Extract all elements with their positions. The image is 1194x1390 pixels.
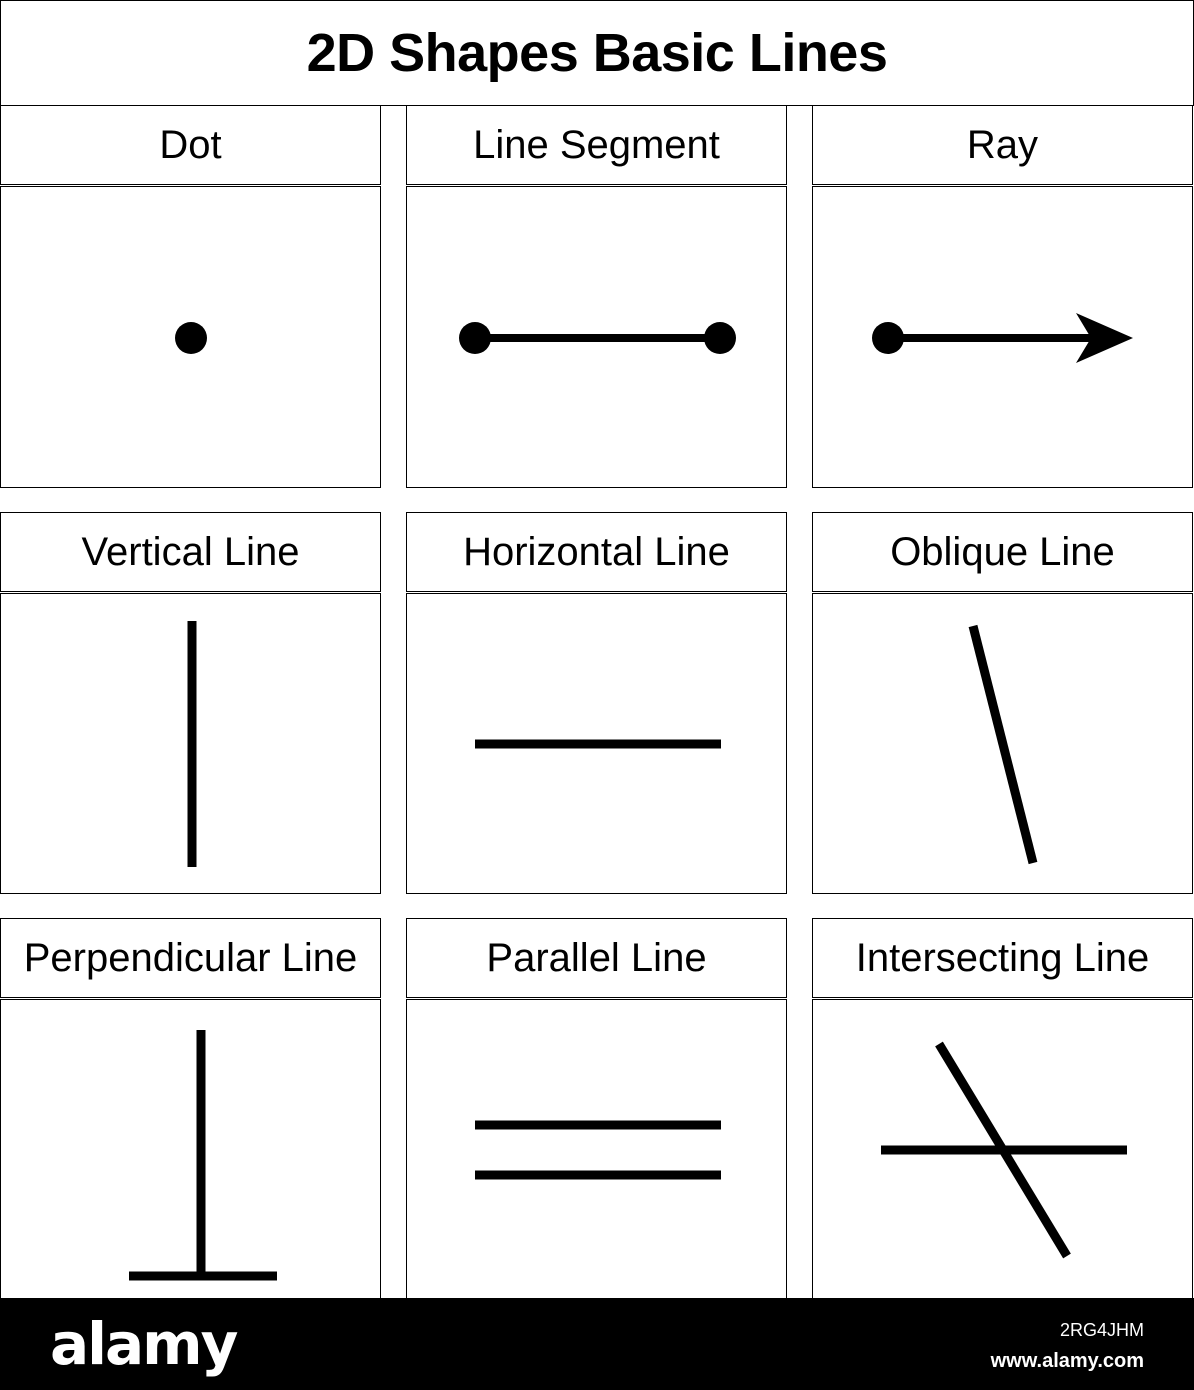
- ray-diagram: [872, 313, 1133, 363]
- segment-endpoint-right: [704, 322, 736, 354]
- page-title: 2D Shapes Basic Lines: [306, 23, 888, 83]
- oblique-line-diagram: [968, 624, 1038, 865]
- cell-label: Vertical Line: [81, 529, 300, 574]
- cell-body-line-segment: [406, 186, 787, 488]
- cell-label: Horizontal Line: [463, 529, 730, 574]
- cell-label: Dot: [159, 122, 222, 167]
- vertical-line-diagram: [187, 621, 197, 867]
- cell-header-vertical-line: Vertical Line: [0, 512, 381, 592]
- horizontal-line-diagram: [475, 739, 721, 749]
- cell-body-ray: [812, 186, 1193, 488]
- cell-body-dot: [0, 186, 381, 488]
- cell-header-oblique-line: Oblique Line: [812, 512, 1193, 592]
- title-box: 2D Shapes Basic Lines: [0, 0, 1194, 106]
- cell-body-vertical-line: [0, 593, 381, 894]
- cell-body-parallel-line: [406, 999, 787, 1301]
- cell-label: Perpendicular Line: [23, 935, 358, 980]
- parallel-line-diagram: [475, 1120, 721, 1180]
- image-id: 2RG4JHM: [1059, 1320, 1144, 1340]
- oblique-line: [968, 624, 1038, 865]
- cell-body-horizontal-line: [406, 593, 787, 894]
- intersecting-line-diagram: [881, 1041, 1127, 1259]
- cell-header-line-segment: Line Segment: [406, 105, 787, 185]
- cell-header-intersecting-line: Intersecting Line: [812, 918, 1193, 998]
- arrowhead-icon: [1076, 313, 1133, 363]
- cell-header-horizontal-line: Horizontal Line: [406, 512, 787, 592]
- dot-point: [175, 322, 207, 354]
- cell-label: Oblique Line: [890, 529, 1115, 574]
- cell-header-ray: Ray: [812, 105, 1193, 185]
- cell-label: Parallel Line: [486, 935, 707, 980]
- brand-logo: alamy: [50, 1310, 238, 1378]
- cell-body-oblique-line: [812, 593, 1193, 894]
- dot-diagram: [175, 322, 207, 354]
- cell-body-intersecting-line: [812, 999, 1193, 1301]
- perpendicular-line-diagram: [129, 1030, 277, 1281]
- cell-label: Ray: [966, 122, 1039, 167]
- watermark-footer: alamy 2RG4JHM www.alamy.com: [0, 1298, 1194, 1390]
- cell-header-perpendicular-line: Perpendicular Line: [0, 918, 381, 998]
- cell-body-perpendicular-line: [0, 999, 381, 1301]
- cell-header-parallel-line: Parallel Line: [406, 918, 787, 998]
- cell-header-dot: Dot: [0, 105, 381, 185]
- cell-label: Intersecting Line: [855, 935, 1150, 980]
- image-url: www.alamy.com: [990, 1350, 1144, 1372]
- segment-endpoint-left: [459, 322, 491, 354]
- cell-label: Line Segment: [473, 122, 720, 167]
- line-segment-diagram: [459, 322, 736, 354]
